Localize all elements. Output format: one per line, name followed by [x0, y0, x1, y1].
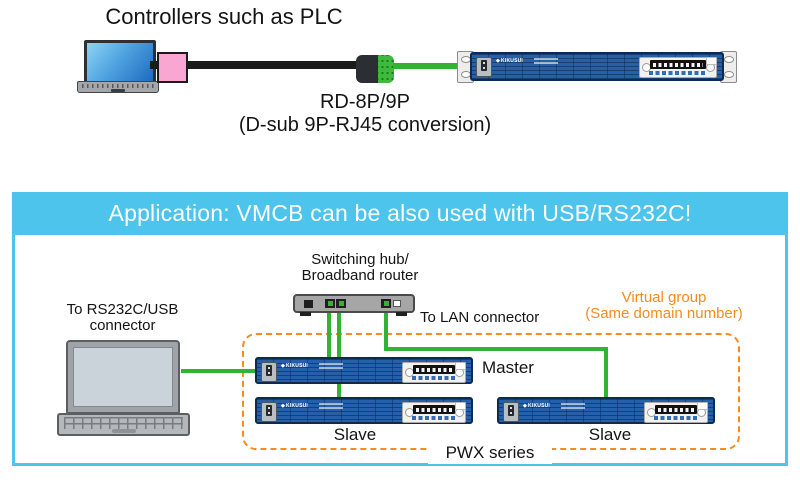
slave-right-label: Slave: [588, 425, 632, 444]
controller-laptop-keys: [64, 417, 183, 429]
controller-laptop-keyboard: [57, 413, 190, 436]
brand-label: KIKUSUI: [528, 402, 551, 409]
master-label: Master: [482, 358, 534, 377]
front-display-panel: [402, 361, 466, 383]
front-display-panel: [644, 401, 708, 423]
lan-cable-hub-to-master-2: [337, 313, 341, 359]
power-switch-housing: [261, 361, 277, 382]
top-title: Controllers such as PLC: [105, 4, 343, 29]
lan-cable-hub-to-master-1: [327, 313, 331, 359]
button-row: [412, 415, 456, 420]
model-text: [319, 403, 343, 410]
front-display-panel: [639, 56, 717, 78]
digit-display: [413, 364, 455, 374]
front-display-panel: [402, 401, 466, 423]
plc-laptop-screen: [84, 40, 156, 88]
rackmount-power-supply: ◆ KIKUSUI: [470, 52, 724, 81]
hub-foot: [396, 312, 407, 316]
switching-hub: [293, 294, 415, 313]
slave-left-label: Slave: [333, 425, 377, 444]
brand-label: KIKUSUI: [286, 402, 309, 409]
brand-label: KIKUSUI: [286, 362, 309, 369]
rack-ear-hole: [723, 71, 734, 78]
adapter-label: RD-8P/9P (D-sub 9P-RJ45 conversion): [165, 91, 565, 137]
plc-laptop-notch: [111, 89, 125, 92]
power-switch-housing: [476, 56, 492, 77]
lan-cable-master-to-slave: [337, 382, 341, 398]
lan-cable-hub-to-slave-v2: [604, 349, 608, 398]
hub-lan-port: [336, 299, 346, 308]
usb-label-line1: To RS232C/USB: [66, 301, 179, 318]
hub-label-line2: Broadband router: [301, 266, 419, 284]
controller-laptop-touchpad: [111, 429, 136, 433]
button-row: [654, 415, 698, 420]
plc-laptop-keyboard: [77, 81, 159, 93]
plc-laptop-keys: [82, 83, 154, 88]
power-switch-housing: [261, 401, 277, 422]
virtual-group-label: Virtual group (Same domain number): [556, 290, 772, 321]
lan-connector-label: To LAN connector: [420, 309, 540, 326]
hub-lan-port: [381, 299, 391, 308]
rs232c-cable: [150, 61, 360, 69]
lan-cable-hub-to-slave-v1: [384, 313, 388, 351]
power-switch-housing: [503, 401, 519, 422]
button-row: [649, 70, 707, 75]
lxi-badge: [455, 401, 466, 410]
controller-laptop-display: [73, 347, 173, 407]
lxi-badge: [455, 361, 466, 370]
digit-display: [655, 404, 697, 414]
digit-display: [413, 404, 455, 414]
pwx-slave-left-unit: ◆ KIKUSUI: [255, 397, 473, 424]
hub-label: Switching hub/ Broadband router: [270, 252, 450, 283]
virtual-group-line1: Virtual group: [621, 289, 707, 306]
adapter-description: (D-sub 9P-RJ45 conversion): [238, 114, 492, 136]
hub-power-port: [304, 300, 313, 308]
power-switch: [507, 405, 514, 416]
hub-lan-port: [325, 299, 335, 308]
button-row: [412, 375, 456, 380]
model-text: [319, 363, 343, 370]
pwx-master-unit: ◆ KIKUSUI: [255, 357, 473, 384]
lxi-badge: [706, 56, 717, 65]
adapter-name: RD-8P/9P: [319, 91, 411, 113]
hub-empty-port: [393, 300, 401, 307]
hub-label-line1: Switching hub/: [311, 251, 409, 268]
power-switch: [265, 405, 272, 416]
pwx-slave-right-unit: ◆ KIKUSUI: [497, 397, 715, 424]
power-switch: [480, 60, 487, 71]
controller-laptop-screen: [66, 340, 180, 414]
rd-adapter-rj45-side: [378, 55, 394, 83]
device-brand: ◆ KIKUSUI: [496, 58, 523, 64]
virtual-group-line2: (Same domain number): [585, 304, 743, 322]
lxi-badge: [697, 401, 708, 410]
kikusui-logo-icon: ◆: [281, 402, 286, 409]
power-switch: [265, 365, 272, 376]
application-panel-header: Application: VMCB can be also used with …: [12, 192, 788, 235]
lan-cable-hub-to-slave-h: [384, 347, 608, 351]
device-brand: ◆ KIKUSUI: [523, 403, 550, 409]
rack-ear-hole: [723, 56, 734, 63]
brand-label: KIKUSUI: [501, 57, 524, 64]
hub-foot: [300, 312, 311, 316]
pwx-series-label: PWX series: [428, 442, 552, 464]
rd-adapter-dsub-side: [356, 55, 378, 83]
lan-cable-top: [393, 63, 460, 69]
model-text: [534, 58, 558, 65]
device-brand: ◆ KIKUSUI: [281, 363, 308, 369]
kikusui-logo-icon: ◆: [523, 402, 528, 409]
usb-rs232c-cable: [181, 369, 257, 373]
digit-display: [650, 59, 706, 69]
model-text: [561, 403, 585, 410]
usb-label-line2: connector: [89, 316, 156, 334]
kikusui-logo-icon: ◆: [496, 57, 501, 64]
device-brand: ◆ KIKUSUI: [281, 403, 308, 409]
dsub-connector: [157, 52, 188, 83]
kikusui-logo-icon: ◆: [281, 362, 286, 369]
usb-connector-label: To RS232C/USB connector: [45, 302, 200, 333]
